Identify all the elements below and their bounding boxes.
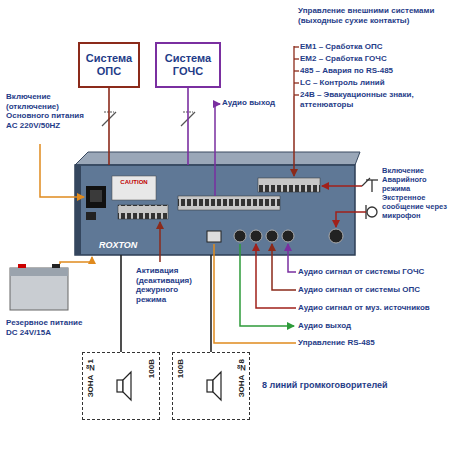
audio-jack <box>234 230 246 242</box>
contact-name: 485 – Авария по RS-485 <box>300 66 448 76</box>
signal-name: Аудио сигнал от системы ОПС <box>298 285 448 295</box>
leader-line <box>60 257 92 264</box>
switch-symbol <box>104 111 114 112</box>
switch-symbol <box>102 112 116 126</box>
microphone-symbol <box>367 207 377 217</box>
signal-name: Аудио выход <box>222 98 282 108</box>
leader-line <box>322 185 362 187</box>
device-rack-ear <box>75 165 81 255</box>
fuse-holder <box>86 212 96 220</box>
zone-label: ЗОНА №8 <box>237 359 246 397</box>
contact-name: LC – Контроль линий <box>300 78 448 88</box>
contact-name: EM2 – Сработка ГОЧС <box>300 54 448 64</box>
speaker-symbol <box>213 372 221 400</box>
power-socket <box>86 186 106 208</box>
battery-terminal <box>52 264 60 268</box>
leader-line <box>214 244 296 343</box>
switch-symbol <box>362 178 370 186</box>
callout-text: 8 линий громкоговорителей <box>262 380 412 391</box>
signal-wire <box>210 255 212 352</box>
signal-name: Аудио сигнал от муз. источников <box>298 303 448 313</box>
leader-line <box>272 244 296 290</box>
speaker-symbol <box>123 372 131 400</box>
signal-name: Аудио сигнал от системы ГОЧС <box>298 267 448 277</box>
node-title: Система ГОЧС <box>157 52 219 77</box>
bracket-tick <box>294 46 299 47</box>
zone-label: 100В <box>176 359 185 378</box>
caution-text: CAUTION <box>113 179 155 186</box>
leader-line <box>293 96 295 176</box>
leader-line <box>159 222 161 262</box>
switch-symbol <box>371 180 372 192</box>
rs485-port <box>207 231 221 242</box>
system-box: Система ОПС <box>78 42 140 88</box>
callout-text: Включение Аварийного режима Экстренное с… <box>382 166 448 220</box>
bracket-tick <box>294 82 299 83</box>
leader-line <box>288 244 296 272</box>
audio-jack <box>282 230 294 242</box>
audio-jack <box>250 230 262 242</box>
terminal-block <box>178 196 280 210</box>
signal-wire <box>120 255 122 352</box>
mic-jack <box>329 229 343 243</box>
callout-text: Резервное питание DC 24V/15A <box>6 318 88 337</box>
switch-symbol <box>183 111 193 112</box>
device-top-face <box>75 152 360 165</box>
audio-jack <box>266 230 278 242</box>
system-box: Система ГОЧС <box>155 42 221 88</box>
battery <box>10 268 68 310</box>
signal-name: Аудио выход <box>298 321 448 331</box>
bracket-tick <box>294 94 299 95</box>
terminal-block <box>258 178 320 192</box>
contact-name: 24В – Эвакуационные знаки, аттенюаторы <box>300 90 448 109</box>
leader-line <box>256 244 296 308</box>
switch-symbol <box>181 112 195 126</box>
leader-line <box>40 144 84 197</box>
contact-name: EM1 – Сработка ОПС <box>300 42 448 52</box>
leader-line <box>215 104 220 196</box>
speaker-symbol <box>207 380 213 392</box>
signal-wire <box>108 88 110 165</box>
speaker-zone: 100В ЗОНА №8 <box>172 352 250 420</box>
caution-plate <box>112 176 156 200</box>
zone-label: 100В <box>147 359 156 378</box>
leader-line <box>336 212 366 227</box>
bracket-tick <box>294 70 299 71</box>
node-title: Система ОПС <box>80 52 138 77</box>
terminal-block <box>118 205 168 219</box>
signal-name: Управление RS-485 <box>298 338 448 348</box>
speaker-zone: ЗОНА №1 100В <box>82 352 160 420</box>
battery-top <box>10 268 68 276</box>
brand-name: ROXTON <box>99 240 137 250</box>
speaker-symbol <box>117 380 123 392</box>
zone-label: ЗОНА №1 <box>86 359 95 397</box>
callout-text: Активация (деактивация) дежурного режима <box>136 266 200 304</box>
leader-line <box>240 244 294 326</box>
power-socket-inner <box>90 190 102 202</box>
battery-terminal <box>18 264 26 268</box>
device-panel: ROXTON <box>75 165 355 255</box>
signal-wire <box>187 88 189 165</box>
callout-heading: Управление внешними системами (выходные … <box>298 6 448 25</box>
callout-text: Включение (отключение) Основного питания… <box>6 92 84 130</box>
bracket-tick <box>294 58 299 59</box>
